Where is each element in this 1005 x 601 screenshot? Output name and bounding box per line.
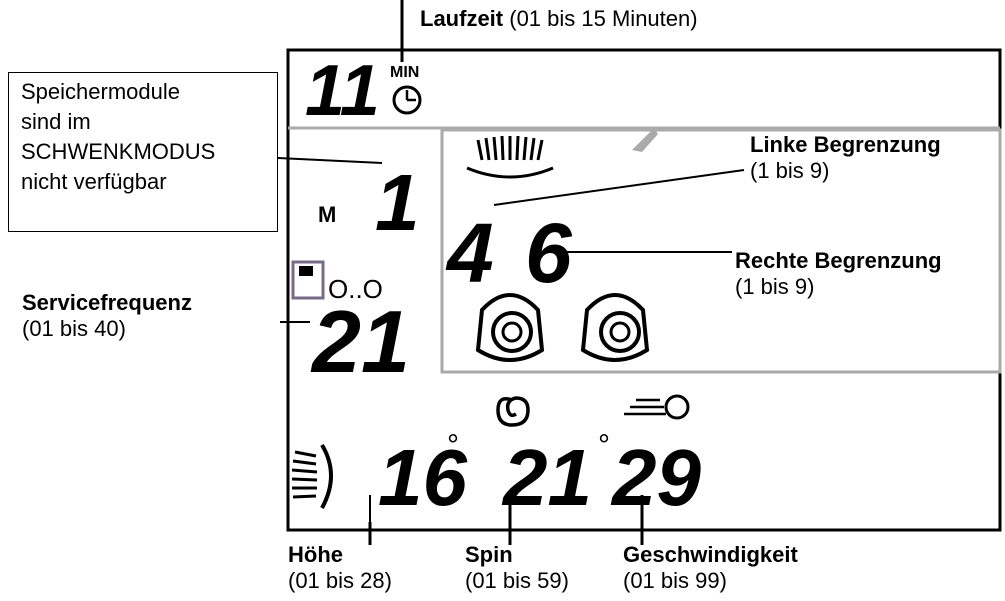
note-line-4: nicht verfügbar bbox=[21, 169, 167, 194]
service-range: (01 bis 40) bbox=[22, 316, 126, 341]
rechte-range: (1 bis 9) bbox=[735, 274, 815, 299]
spin-label: Spin (01 bis 59) bbox=[465, 542, 569, 594]
clock-icon bbox=[392, 85, 422, 115]
hoehe-label: Höhe (01 bis 28) bbox=[288, 542, 392, 594]
service-label: Servicefrequenz (01 bis 40) bbox=[22, 290, 192, 342]
laufzeit-digits: 11 bbox=[305, 51, 380, 131]
note-box: Speichermodule sind im SCHWENKMODUS nich… bbox=[8, 72, 278, 232]
geschw-label: Geschwindigkeit (01 bis 99) bbox=[623, 542, 798, 594]
speed-ball-icon bbox=[624, 394, 690, 420]
cannon-left-icon bbox=[475, 293, 545, 362]
note-line-3: SCHWENKMODUS bbox=[21, 139, 216, 164]
laufzeit-range: (01 bis 15 Minuten) bbox=[509, 6, 698, 31]
limit-panel bbox=[440, 128, 1002, 374]
dots-indicator: O..O bbox=[328, 274, 383, 304]
hoehe-degree: ° bbox=[447, 429, 459, 462]
linke-range: (1 bis 9) bbox=[750, 158, 830, 183]
spin-title: Spin bbox=[465, 542, 513, 567]
geschw-range: (01 bis 99) bbox=[623, 568, 727, 593]
speed-digits: 29 bbox=[610, 433, 701, 522]
note-line-2: sind im bbox=[21, 109, 91, 134]
memory-digit: 1 bbox=[375, 158, 420, 247]
linke-pointer bbox=[493, 169, 745, 206]
laufzeit-label: Laufzeit (01 bis 15 Minuten) bbox=[420, 6, 698, 32]
height-fan-icon bbox=[291, 443, 333, 509]
service-icon bbox=[291, 260, 325, 300]
service-digits: 21 bbox=[310, 292, 410, 391]
geschw-title: Geschwindigkeit bbox=[623, 542, 798, 567]
hoehe-digits: 16 bbox=[378, 433, 467, 522]
spin-range: (01 bis 59) bbox=[465, 568, 569, 593]
service-title: Servicefrequenz bbox=[22, 290, 192, 315]
min-label: MIN bbox=[390, 64, 419, 81]
oscillation-fan-icon bbox=[466, 135, 554, 179]
note-pointer bbox=[277, 157, 383, 164]
note-line-1: Speichermodule bbox=[21, 79, 180, 104]
hoehe-range: (01 bis 28) bbox=[288, 568, 392, 593]
spin-degree: ° bbox=[598, 429, 610, 462]
arrow-icon bbox=[632, 128, 658, 152]
rechte-label: Rechte Begrenzung (1 bis 9) bbox=[735, 248, 942, 300]
cannon-right-icon bbox=[580, 293, 650, 362]
rechte-title: Rechte Begrenzung bbox=[735, 248, 942, 273]
spin-icon bbox=[496, 396, 530, 427]
laufzeit-title: Laufzeit bbox=[420, 6, 504, 31]
memory-label: M bbox=[318, 202, 336, 227]
linke-title: Linke Begrenzung bbox=[750, 132, 941, 157]
spin-digits: 21 bbox=[501, 433, 592, 522]
linke-label: Linke Begrenzung (1 bis 9) bbox=[750, 132, 941, 184]
hoehe-title: Höhe bbox=[288, 542, 343, 567]
left-limit-digit: 4 bbox=[445, 206, 494, 300]
